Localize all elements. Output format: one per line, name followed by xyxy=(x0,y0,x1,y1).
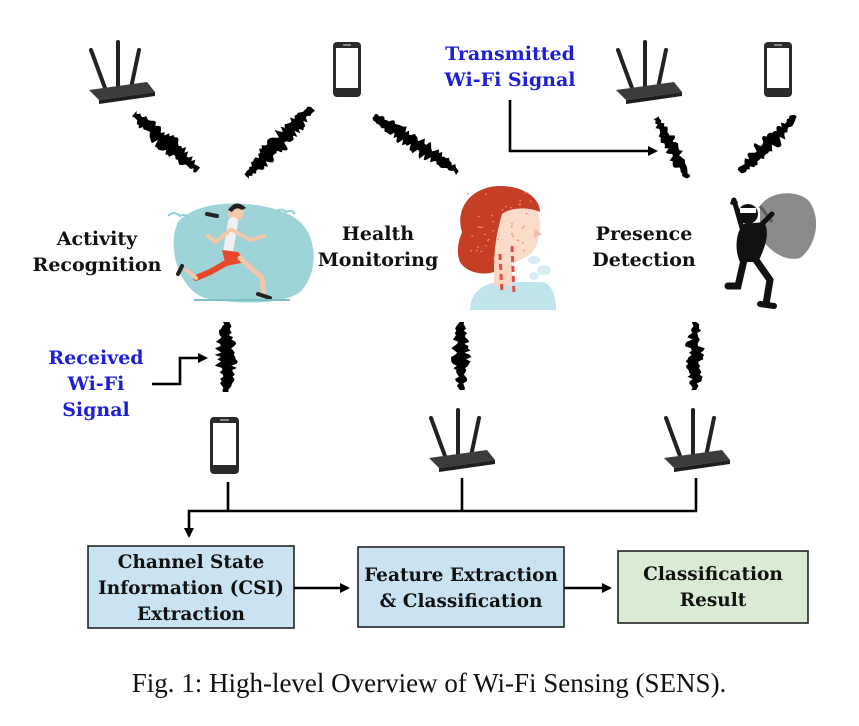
hair-texture-dot xyxy=(523,249,526,252)
hair-texture-dot xyxy=(480,250,483,253)
received-signal-wave xyxy=(214,322,238,392)
result-box-line2: Result xyxy=(680,590,747,611)
classification-result-box xyxy=(617,550,809,624)
transmitted-signal-wave xyxy=(653,116,690,179)
hair-texture-dot xyxy=(477,215,480,218)
burglar-icon xyxy=(724,193,817,309)
csi-extraction-box xyxy=(87,545,295,629)
activity-label-line2: Recognition xyxy=(33,254,162,276)
hair-texture-dot xyxy=(466,192,469,195)
smartphone-icon xyxy=(764,42,792,97)
received-signal-wave xyxy=(451,322,472,390)
hair-texture-dot xyxy=(523,225,525,228)
result-box-line1: Classification xyxy=(643,564,783,585)
health-label-line1: Health xyxy=(342,223,414,245)
hair-texture-dot xyxy=(493,256,495,259)
figure-caption: Fig. 1: High-level Overview of Wi-Fi Sen… xyxy=(132,668,727,698)
hair-texture-dot xyxy=(512,235,514,238)
smartphone-icon xyxy=(333,42,361,97)
hair-texture-dot xyxy=(492,229,495,232)
received-label-line2: Wi-Fi xyxy=(67,373,125,395)
bus-lines xyxy=(184,478,698,538)
hair-texture-dot xyxy=(479,226,481,229)
hair-texture-dot xyxy=(519,200,521,202)
feature-box-line1: Feature Extraction xyxy=(364,565,558,586)
hair-texture-dot xyxy=(525,212,528,215)
received-signal-wave xyxy=(685,322,705,390)
hair-texture-dot xyxy=(470,249,473,252)
hair-texture-dot xyxy=(519,203,522,206)
hair-texture-dot xyxy=(485,193,487,196)
hair-texture-dot xyxy=(522,241,524,244)
router-icon xyxy=(616,40,682,104)
hair-texture-dot xyxy=(521,227,524,229)
hair-texture-dot xyxy=(497,238,499,241)
transmitted-signal-wave xyxy=(372,113,459,175)
router-icon xyxy=(664,408,730,472)
hair-texture-dot xyxy=(475,249,478,252)
hair-texture-dot xyxy=(517,239,519,242)
hair-texture-dot xyxy=(481,226,483,229)
transmitted-signal-wave xyxy=(737,114,797,174)
csi-box-line2: Information (CSI) xyxy=(98,578,284,599)
breathing-person-icon xyxy=(457,186,556,310)
hair-texture-dot xyxy=(484,233,486,236)
activity-label-line1: Activity xyxy=(56,228,138,250)
hair-texture-dot xyxy=(505,206,507,208)
hair-texture-dot xyxy=(477,226,480,229)
received-label-line3: Signal xyxy=(62,399,130,421)
transmitted-arrow xyxy=(508,100,658,156)
feature-box-line2: & Classification xyxy=(380,591,543,612)
transmitted-label-line1: Transmitted xyxy=(445,43,575,65)
router-icon xyxy=(89,40,155,104)
csi-box-line3: Extraction xyxy=(137,604,246,625)
transmitted-label-line2: Wi-Fi Signal xyxy=(444,69,576,91)
hair-texture-dot xyxy=(525,207,528,210)
hair-texture-dot xyxy=(524,192,526,195)
router-icon xyxy=(429,408,495,472)
hair-texture-dot xyxy=(510,206,512,209)
transmitted-signal-wave xyxy=(244,106,315,179)
transmitted-signal-wave xyxy=(131,111,201,173)
received-label-line1: Received xyxy=(48,347,143,369)
smartphone-icon xyxy=(210,417,239,474)
runner-icon xyxy=(167,203,314,303)
health-label-line2: Monitoring xyxy=(318,249,439,271)
feature-extraction-box xyxy=(357,546,565,628)
hair-texture-dot xyxy=(471,234,474,237)
received-arrow xyxy=(152,353,208,386)
hair-texture-dot xyxy=(491,214,494,217)
hair-texture-dot xyxy=(487,238,490,241)
hair-texture-dot xyxy=(492,220,495,223)
csi-box-line1: Channel State xyxy=(118,552,265,573)
hair-texture-dot xyxy=(510,226,513,228)
hair-texture-dot xyxy=(501,209,504,211)
hair-texture-dot xyxy=(511,233,513,235)
hair-texture-dot xyxy=(511,223,513,225)
hair-texture-dot xyxy=(529,200,532,203)
hair-texture-dot xyxy=(485,245,487,247)
presence-label-line1: Presence xyxy=(596,223,693,245)
hair-texture-dot xyxy=(477,246,480,249)
presence-label-line2: Detection xyxy=(592,249,696,271)
